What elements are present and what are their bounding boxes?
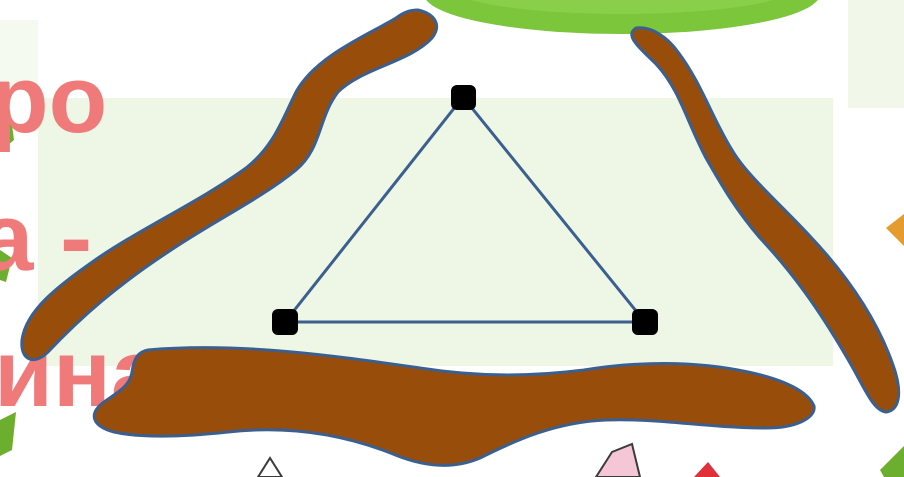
vertex-bottom-right [632, 309, 658, 335]
vertex-bottom-left [272, 309, 298, 335]
vertex-top [451, 85, 476, 110]
bottom-stick [94, 348, 814, 466]
right-stick [632, 28, 899, 412]
left-stick [22, 10, 437, 360]
triangle [285, 97, 645, 322]
